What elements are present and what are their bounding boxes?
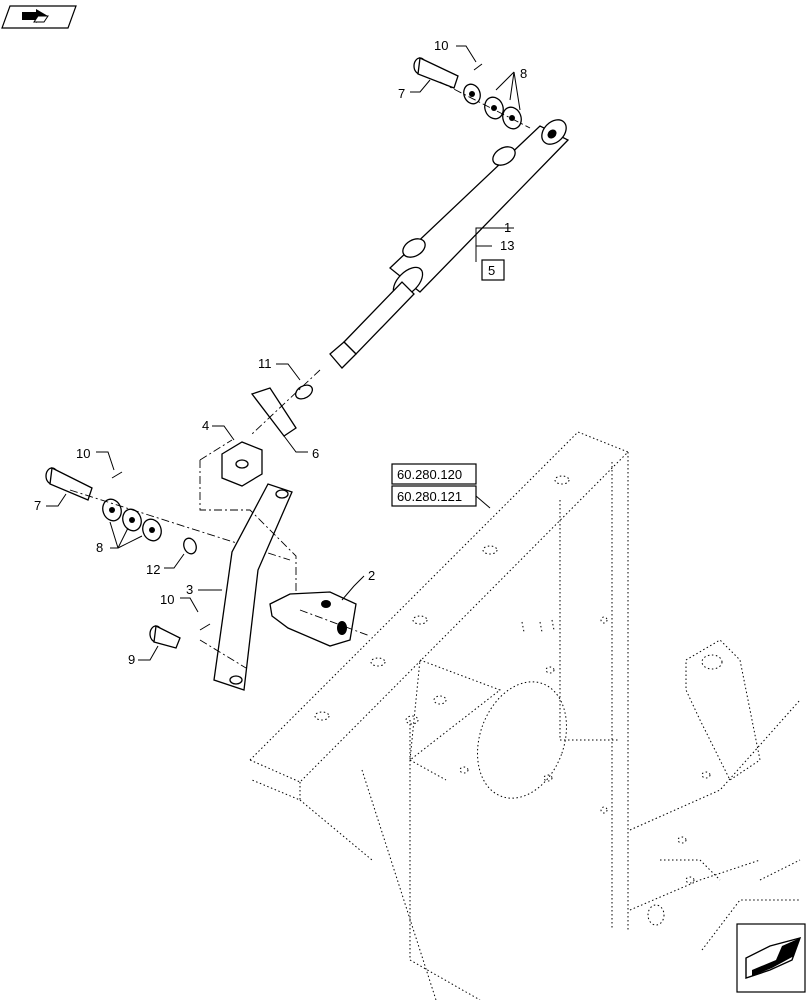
callout-4: 4 [202, 418, 209, 433]
callout-12: 12 [146, 562, 160, 577]
hydraulic-cylinder [329, 119, 570, 369]
callout-10-low: 10 [160, 592, 174, 607]
callout-5: 5 [488, 263, 495, 278]
next-page-arrow-icon[interactable] [736, 923, 806, 993]
callout-10-mid: 10 [76, 446, 90, 461]
callout-1: 1 [504, 220, 511, 235]
lever-arm [199, 439, 297, 691]
leader-lines [46, 45, 521, 661]
block-part [221, 441, 263, 487]
callout-8-top: 8 [520, 66, 527, 81]
callout-13: 13 [500, 238, 514, 253]
boxed-callout-5[interactable]: 5 [481, 259, 505, 281]
callout-9: 9 [128, 652, 135, 667]
callout-6: 6 [312, 446, 319, 461]
callout-7-top: 7 [398, 86, 405, 101]
back-page-arrow-icon[interactable] [1, 5, 77, 29]
callout-10-top: 10 [434, 38, 448, 53]
frame-structure [249, 431, 801, 1000]
reference-link-1[interactable]: 60.280.120 [391, 463, 477, 485]
top-pin-assembly [413, 57, 531, 130]
callout-11: 11 [258, 356, 272, 371]
callout-labels: 10 7 8 1 13 11 4 6 10 7 8 12 3 2 10 9 [34, 38, 527, 667]
bottom-pin [149, 623, 211, 649]
callout-8-mid: 8 [96, 540, 103, 555]
reference-60-280-121: 60.280.121 [397, 489, 462, 504]
reference-60-280-120: 60.280.120 [397, 467, 462, 482]
callout-2: 2 [368, 568, 375, 583]
callout-3: 3 [186, 582, 193, 597]
yoke-part [269, 591, 371, 647]
reference-link-2[interactable]: 60.280.121 [391, 485, 477, 507]
callout-7-mid: 7 [34, 498, 41, 513]
clevis-parts [250, 369, 321, 437]
